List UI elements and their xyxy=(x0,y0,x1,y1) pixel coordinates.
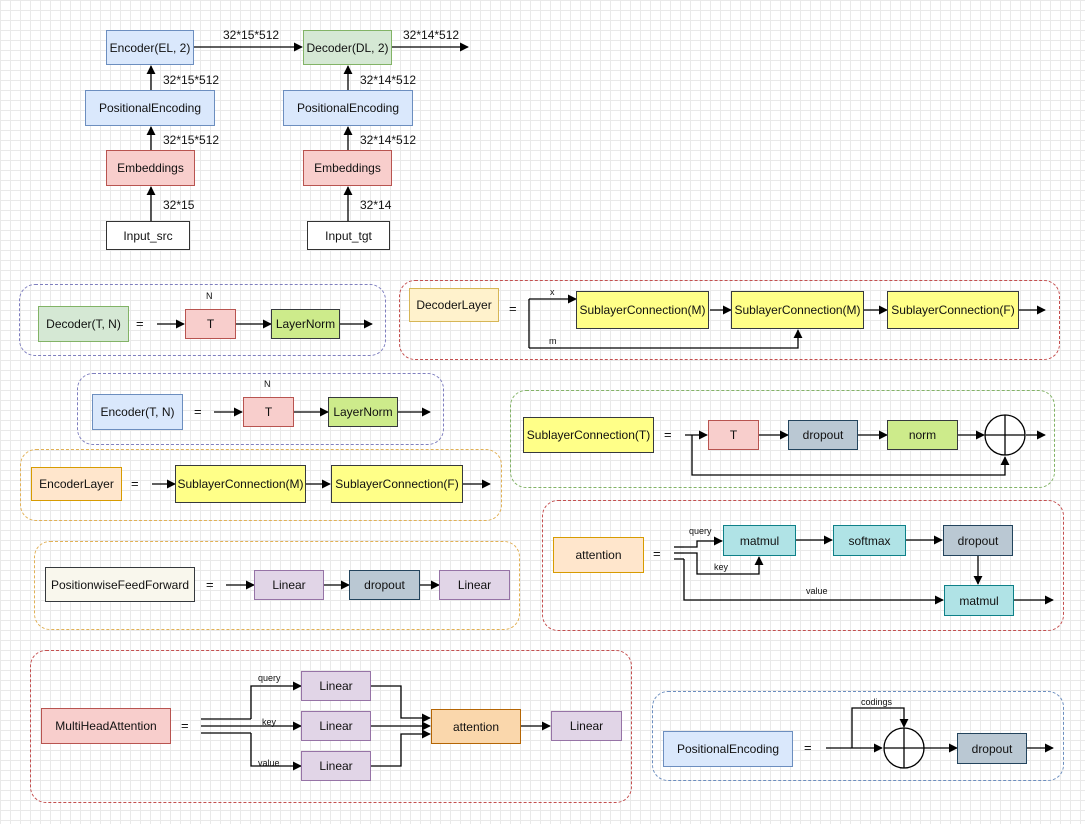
ffn-dropout-box[interactable]: dropout xyxy=(349,570,420,600)
attention-key-label: key xyxy=(714,562,729,572)
ffn-equals: = xyxy=(206,577,214,592)
encoder-def-name-box[interactable]: Encoder(T, N) xyxy=(92,394,183,430)
positional-encoding-src-box[interactable]: PositionalEncoding xyxy=(85,90,215,126)
encoder-def-t-box[interactable]: T xyxy=(243,397,294,427)
dim-tgt-emb-label: 32*14*512 xyxy=(360,133,417,147)
positional-encoding-group xyxy=(652,691,1064,781)
ffn-name-box[interactable]: PositionwiseFeedForward xyxy=(45,567,195,602)
pe-codings-label: codings xyxy=(861,697,893,707)
ffn-linear2-box[interactable]: Linear xyxy=(439,570,510,600)
positional-encoding-tgt-box[interactable]: PositionalEncoding xyxy=(283,90,413,126)
decoder-layer-equals: = xyxy=(509,301,517,316)
decoder-def-layernorm-box[interactable]: LayerNorm xyxy=(271,309,340,339)
decoder-layer-x-label: x xyxy=(550,287,555,297)
encoder-def-layernorm-box[interactable]: LayerNorm xyxy=(328,397,398,427)
dim-tgt-pe-label: 32*14*512 xyxy=(360,73,417,87)
sublayer-connection-name-box[interactable]: SublayerConnection(T) xyxy=(523,417,654,453)
attention-query-label: query xyxy=(689,526,712,536)
attention-equals: = xyxy=(653,546,661,561)
sublayer-connection-group xyxy=(510,390,1055,488)
mha-linear-value-box[interactable]: Linear xyxy=(301,751,371,781)
input-src-box[interactable]: Input_src xyxy=(106,221,190,250)
attention-group xyxy=(542,500,1064,631)
attention-value-label: value xyxy=(806,586,828,596)
mha-equals: = xyxy=(181,718,189,733)
attention-name-box[interactable]: attention xyxy=(553,537,644,573)
sublayer-connection-dropout-box[interactable]: dropout xyxy=(788,420,858,450)
encoder-def-equals: = xyxy=(194,404,202,419)
dim-src-in-label: 32*15 xyxy=(163,198,195,212)
mha-group xyxy=(30,650,632,803)
ffn-group xyxy=(34,541,520,630)
encoder-layer-name-box[interactable]: EncoderLayer xyxy=(31,467,122,501)
decoder-layer-name-box[interactable]: DecoderLayer xyxy=(409,288,499,322)
encoder-layer-group xyxy=(20,449,502,521)
sublayer-connection-norm-box[interactable]: norm xyxy=(887,420,958,450)
dim-encoder-out-label: 32*15*512 xyxy=(223,28,280,42)
decoder-layer-group xyxy=(399,280,1060,360)
attention-dropout-box[interactable]: dropout xyxy=(943,525,1013,556)
mha-value-label: value xyxy=(258,758,280,768)
attention-matmul2-box[interactable]: matmul xyxy=(944,585,1014,616)
decoder-def-name-box[interactable]: Decoder(T, N) xyxy=(38,306,129,342)
pe-equals: = xyxy=(804,740,812,755)
decoder-layer-slc-m2-box[interactable]: SublayerConnection(M) xyxy=(731,291,864,329)
decoder-box[interactable]: Decoder(DL, 2) xyxy=(303,30,392,65)
pe-dropout-box[interactable]: dropout xyxy=(957,733,1027,764)
decoder-layer-slc-f-box[interactable]: SublayerConnection(F) xyxy=(887,291,1019,329)
decoder-def-equals: = xyxy=(136,316,144,331)
encoder-layer-slc-m-box[interactable]: SublayerConnection(M) xyxy=(175,465,306,503)
encoder-layer-equals: = xyxy=(131,476,139,491)
embeddings-src-box[interactable]: Embeddings xyxy=(106,150,195,186)
mha-query-label: query xyxy=(258,673,281,683)
dim-src-emb-label: 32*15*512 xyxy=(163,133,220,147)
mha-key-label: key xyxy=(262,717,277,727)
mha-linear-query-box[interactable]: Linear xyxy=(301,671,371,701)
pe-name-box[interactable]: PositionalEncoding xyxy=(663,731,793,767)
mha-name-box[interactable]: MultiHeadAttention xyxy=(41,708,171,744)
ffn-linear1-box[interactable]: Linear xyxy=(254,570,324,600)
mha-linear-key-box[interactable]: Linear xyxy=(301,711,371,741)
dim-decoder-out-label: 32*14*512 xyxy=(403,28,460,42)
input-tgt-box[interactable]: Input_tgt xyxy=(307,221,390,250)
decoder-def-t-box[interactable]: T xyxy=(185,309,236,339)
encoder-box[interactable]: Encoder(EL, 2) xyxy=(106,30,194,65)
dim-src-pe-label: 32*15*512 xyxy=(163,73,220,87)
decoder-def-n-label: N xyxy=(206,291,213,301)
encoder-layer-slc-f-box[interactable]: SublayerConnection(F) xyxy=(331,465,463,503)
mha-attention-box[interactable]: attention xyxy=(431,709,521,744)
dim-tgt-in-label: 32*14 xyxy=(360,198,392,212)
embeddings-tgt-box[interactable]: Embeddings xyxy=(303,150,392,186)
decoder-layer-m-label: m xyxy=(549,336,557,346)
sublayer-connection-t-box[interactable]: T xyxy=(708,420,759,450)
mha-linear-out-box[interactable]: Linear xyxy=(551,711,622,741)
attention-matmul1-box[interactable]: matmul xyxy=(723,525,796,556)
decoder-def-group xyxy=(19,284,386,356)
encoder-def-group xyxy=(77,373,444,445)
decoder-layer-slc-m1-box[interactable]: SublayerConnection(M) xyxy=(576,291,709,329)
attention-softmax-box[interactable]: softmax xyxy=(833,525,906,556)
sublayer-connection-equals: = xyxy=(664,427,672,442)
encoder-def-n-label: N xyxy=(264,379,271,389)
